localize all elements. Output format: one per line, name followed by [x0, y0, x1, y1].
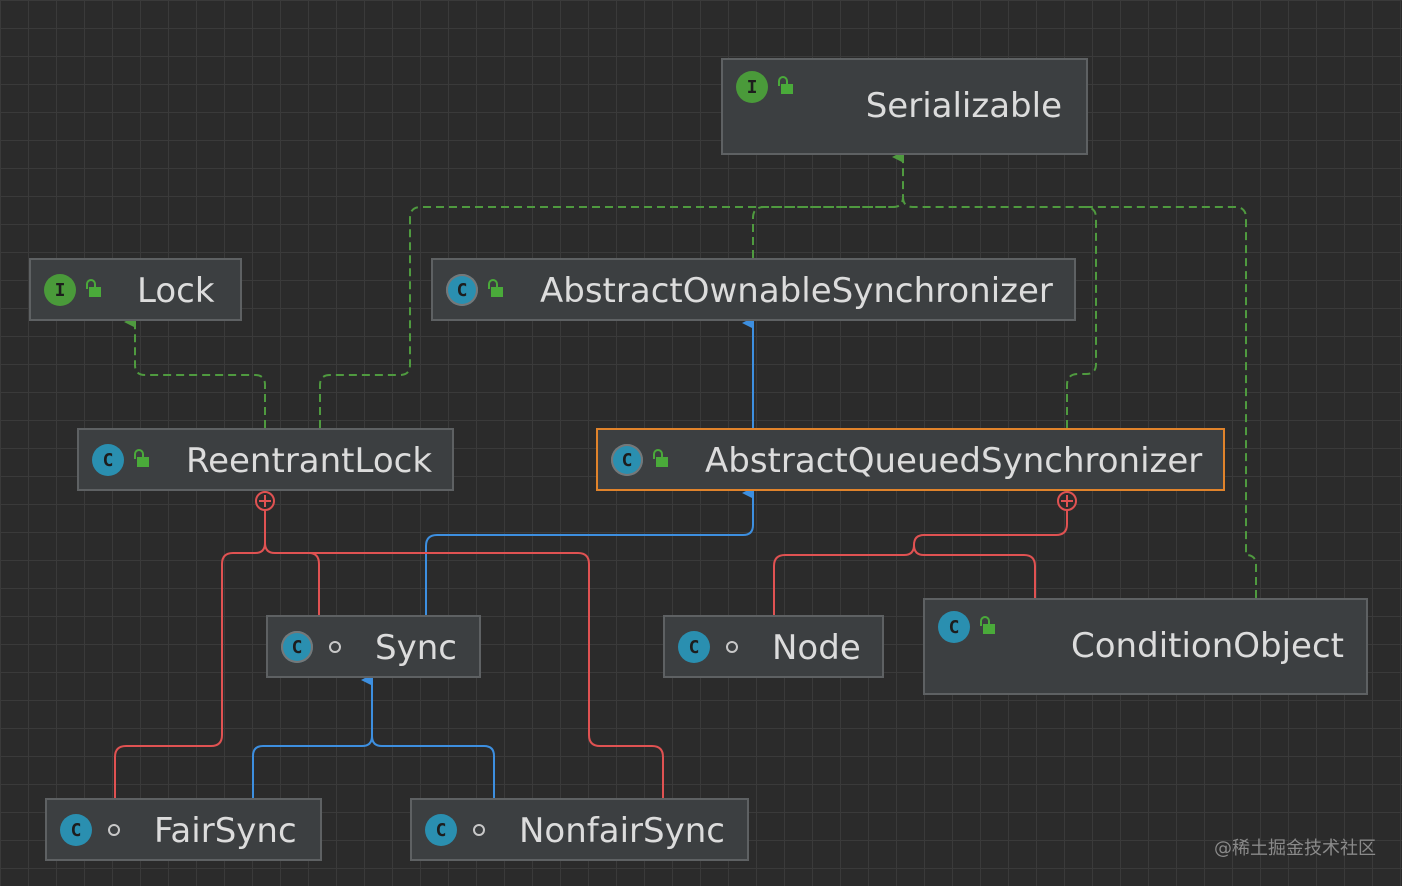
- static-nested-class-icon: C: [425, 814, 457, 846]
- edge-reentrant-to-nonfair: [275, 552, 664, 798]
- watermark: @稀土掘金技术社区: [1214, 838, 1376, 859]
- static-nested-class-icon: C: [281, 631, 313, 663]
- node-abstract-queued-synchronizer[interactable]: C AbstractQueuedSynchronizer: [596, 428, 1225, 491]
- node-abstract-ownable-synchronizer[interactable]: C AbstractOwnableSynchronizer: [431, 258, 1076, 321]
- node-label: FairSync: [154, 811, 297, 851]
- node-reentrant-lock[interactable]: C ReentrantLock: [77, 428, 454, 491]
- inner-class-edges: [114, 491, 1077, 798]
- implements-edges: [124, 151, 1257, 598]
- interface-icon: I: [736, 71, 768, 103]
- package-private-dot-icon: [329, 641, 341, 653]
- public-lock-icon: [653, 449, 669, 467]
- node-condition-object[interactable]: C ConditionObject: [923, 598, 1368, 695]
- node-label: Serializable: [865, 86, 1062, 126]
- edge-reentrant-to-fair: [114, 510, 266, 798]
- static-nested-class-icon: C: [60, 814, 92, 846]
- edge-aqs-to-serializable: [902, 196, 1097, 428]
- public-lock-icon: [488, 279, 504, 297]
- inner-marker-aqs-plus: [1061, 495, 1073, 507]
- node-label: AbstractOwnableSynchronizer: [540, 271, 1053, 311]
- node-label: Node: [772, 628, 861, 668]
- node-label: ConditionObject: [1071, 626, 1344, 666]
- package-private-dot-icon: [473, 824, 485, 836]
- edge-aqs-to-condition: [913, 544, 1036, 598]
- public-lock-icon: [980, 616, 996, 634]
- public-lock-icon: [86, 279, 102, 297]
- inner-marker-reentrant-plus: [259, 495, 271, 507]
- edge-reentrant-to-serializable: [319, 151, 904, 428]
- node-lock[interactable]: I Lock: [29, 258, 242, 321]
- node-label: Sync: [375, 628, 457, 668]
- node-sync[interactable]: C Sync: [266, 615, 481, 678]
- node-node[interactable]: C Node: [663, 615, 884, 678]
- public-lock-icon: [778, 76, 794, 94]
- edge-sync-to-aqs: [425, 487, 754, 615]
- interface-icon: I: [44, 274, 76, 306]
- node-fair-sync[interactable]: C FairSync: [45, 798, 322, 861]
- edge-condition-to-serializable: [1085, 206, 1257, 598]
- extends-edges: [252, 317, 754, 798]
- node-label: Lock: [137, 271, 215, 311]
- abstract-class-icon: C: [446, 274, 478, 306]
- node-nonfair-sync[interactable]: C NonfairSync: [410, 798, 749, 861]
- node-label: NonfairSync: [519, 811, 725, 851]
- public-lock-icon: [134, 449, 150, 467]
- edge-reentrant-to-lock: [124, 316, 266, 428]
- edge-nonfair-to-sync: [371, 735, 495, 798]
- class-icon: C: [92, 444, 124, 476]
- edge-aos-to-serializable: [752, 206, 893, 258]
- class-icon: C: [938, 611, 970, 643]
- static-nested-class-icon: C: [678, 631, 710, 663]
- node-label: ReentrantLock: [186, 441, 433, 481]
- node-serializable[interactable]: I Serializable: [721, 58, 1088, 155]
- edge-fair-to-sync: [252, 674, 373, 798]
- package-private-dot-icon: [108, 824, 120, 836]
- node-label: AbstractQueuedSynchronizer: [705, 441, 1203, 481]
- package-private-dot-icon: [726, 641, 738, 653]
- abstract-class-icon: C: [611, 444, 643, 476]
